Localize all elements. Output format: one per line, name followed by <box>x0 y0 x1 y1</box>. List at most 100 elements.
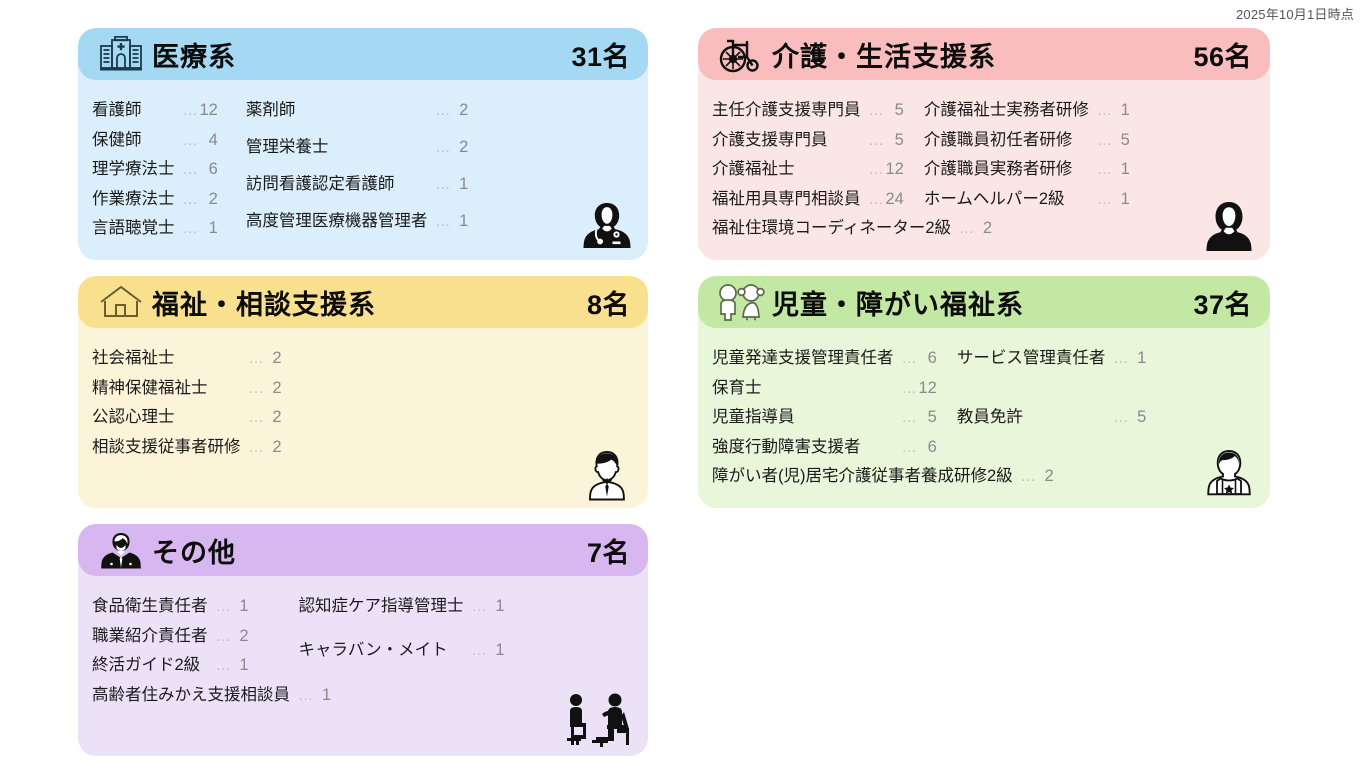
dots: … <box>901 438 917 456</box>
dots: … <box>182 220 198 237</box>
qualification-count: 12 <box>199 101 218 119</box>
qualification-count: 12 <box>885 160 904 178</box>
qualification-count: 2 <box>272 378 282 397</box>
dots: … <box>182 161 198 178</box>
qualification-column-1: 社会福祉士…2 精神保健福祉士…2 公認心理士…2 相談支援従事者研修…2 <box>92 344 288 462</box>
dots: … <box>248 350 264 367</box>
dots: … <box>182 102 198 119</box>
card-title: 児童・障がい福祉系 <box>772 289 1024 320</box>
list-item: 介護福祉士実務者研修 … 1 <box>924 96 1136 126</box>
qualification-count: 1 <box>459 174 469 193</box>
list-item: 児童指導員…5 <box>712 403 943 433</box>
card-body-other: 食品衛生責任者…1 職業紹介責任者…2 終活ガイド2級…1 認知症ケア指導管理士… <box>78 576 648 710</box>
wheelchair-icon <box>714 32 768 76</box>
dots: … <box>182 131 198 149</box>
qualification-label: 児童発達支援管理責任者 <box>712 349 894 367</box>
qualification-label: 介護福祉士実務者研修 <box>923 101 1089 119</box>
qualification-label: 作業療法士 <box>92 189 175 208</box>
card-body-care: 主任介護支援専門員…5 介護支援専門員…5 介護福祉士…12 福祉用具専門相談員… <box>698 80 1270 244</box>
qualification-column-2: 介護福祉士実務者研修…1 介護職員初任者研修…5 介護職員実務者研修…1 ホーム… <box>924 96 1136 214</box>
dots: … <box>248 438 264 456</box>
list-item: 社会福祉士…2 <box>92 344 288 374</box>
dots: … <box>215 657 231 674</box>
dots: … <box>298 686 313 704</box>
list-item: ホームヘルパー2級…1 <box>924 185 1136 215</box>
qualification-count: 5 <box>1120 130 1130 149</box>
qualification-label: 児童指導員 <box>712 408 795 426</box>
qualification-count: 5 <box>1137 408 1147 426</box>
qualification-count: 6 <box>927 437 937 456</box>
card-count: 8名 <box>586 289 630 320</box>
qualification-count: 2 <box>239 626 249 645</box>
dots: … <box>1096 102 1112 119</box>
qualification-column-1: 食品衛生責任者…1 職業紹介責任者…2 終活ガイド2級…1 <box>92 592 255 681</box>
list-item: 職業紹介責任者…2 <box>92 622 255 652</box>
qualification-column-2: サービス管理責任者…1 教員免許…5 <box>957 344 1153 462</box>
dots: … <box>901 379 917 397</box>
qualification-label: 高齢者住みかえ支援相談員 <box>92 685 290 704</box>
qualification-label: 言語聴覚士 <box>92 219 175 237</box>
list-item: 強度行動障害支援者…6 <box>712 433 943 463</box>
qualification-label: 介護職員初任者研修 <box>923 130 1073 149</box>
list-item: 介護職員実務者研修…1 <box>924 155 1136 185</box>
qualification-count: 1 <box>459 211 469 230</box>
qualification-label: 理学療法士 <box>92 160 175 178</box>
qualification-label: 公認心理士 <box>92 408 175 426</box>
card-medical: 医療系 31名 看護師…12 保健師…4 理学療法士…6 作業療法士…2 言語聴… <box>78 28 648 260</box>
qualification-count: 1 <box>1120 101 1130 119</box>
businessman-icon <box>94 528 148 572</box>
card-care: 介護・生活支援系 56名 主任介護支援専門員…5 介護支援専門員…5 介護福祉士… <box>698 28 1270 260</box>
qualification-column-2: 薬剤師…2 管理栄養士…2 訪問看護認定看護師…1 高度管理医療機器管理者…1 <box>246 96 475 244</box>
qualification-count: 12 <box>918 378 937 397</box>
card-title: 福祉・相談支援系 <box>152 289 376 320</box>
list-item: 介護職員初任者研修…5 <box>924 126 1136 156</box>
dots: … <box>868 102 884 119</box>
list-item: 教員免許…5 <box>957 403 1153 462</box>
qualification-wide-row: 障がい者(児)居宅介護従事者養成研修2級…2 <box>712 462 1060 492</box>
qualification-count: 4 <box>208 130 218 149</box>
qualification-count: 1 <box>321 685 331 704</box>
qualification-label: 看護師 <box>92 101 142 119</box>
qualification-label: 保健師 <box>92 130 142 149</box>
qualification-label: 薬剤師 <box>245 101 296 119</box>
man-suit-icon <box>576 442 638 504</box>
list-item: 福祉用具専門相談員…24 <box>712 185 910 215</box>
qualification-count: 1 <box>239 656 249 674</box>
qualification-label: 主任介護支援専門員 <box>712 101 861 119</box>
qualification-count: 5 <box>894 130 904 149</box>
qualification-count: 2 <box>982 219 993 237</box>
caregiver-apron-icon <box>1198 442 1260 504</box>
card-body-welfare: 社会福祉士…2 精神保健福祉士…2 公認心理士…2 相談支援従事者研修…2 <box>78 328 648 462</box>
dots: … <box>435 102 451 119</box>
dots: … <box>215 598 231 615</box>
qualification-label: キャラバン・メイト <box>298 641 448 660</box>
qualification-label: 介護福祉士 <box>712 160 795 178</box>
nurse-icon <box>576 194 638 256</box>
list-item: 認知症ケア指導管理士…1 <box>299 592 511 636</box>
dots: … <box>868 131 884 149</box>
qualification-count: 1 <box>239 597 249 615</box>
dots: … <box>1096 161 1112 178</box>
list-item: 相談支援従事者研修…2 <box>92 433 288 463</box>
qualification-wide-row: 福祉住環境コーディネーター2級…2 <box>712 214 998 244</box>
dots: … <box>1113 409 1129 426</box>
card-body-medical: 看護師…12 保健師…4 理学療法士…6 作業療法士…2 言語聴覚士…1 薬剤師… <box>78 80 648 244</box>
consultation-icon <box>562 692 642 750</box>
qualification-count: 1 <box>208 219 218 237</box>
qualification-count: 5 <box>894 101 904 119</box>
dots: … <box>1113 350 1129 367</box>
card-header-children: 児童・障がい福祉系 37名 <box>698 276 1270 328</box>
qualification-label: 精神保健福祉士 <box>92 378 208 397</box>
card-title: 介護・生活支援系 <box>772 41 996 72</box>
dots: … <box>471 642 487 660</box>
dots: … <box>215 627 231 645</box>
qualification-count: 2 <box>1044 467 1054 485</box>
qualification-count: 6 <box>927 349 937 367</box>
qualification-label: 相談支援従事者研修 <box>92 437 241 456</box>
children-icon <box>714 280 768 324</box>
dots: … <box>248 409 264 426</box>
qualification-wide-row: 高齢者住みかえ支援相談員 … 1 <box>92 681 337 711</box>
dots: … <box>901 350 917 367</box>
qualification-count: 2 <box>459 137 469 156</box>
